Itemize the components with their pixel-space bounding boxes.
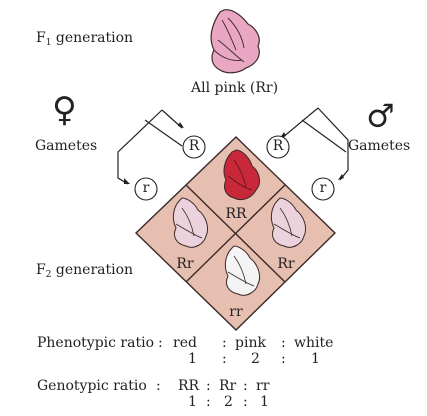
gamete-left-top: R [188,138,200,154]
arrow-head [338,174,344,180]
f2-label-rest: generation [51,262,134,278]
f2-label-sub: 2 [45,270,52,280]
gamete-left-bottom: r [142,180,150,196]
cell-bottom-genotype: rr [229,304,243,320]
phenotypic-sep: : [158,335,163,351]
genotypic-value-sep: : [243,394,248,410]
female-symbol-icon: ♀ [52,90,77,130]
male-cross-lines [281,107,349,181]
arrow-head [178,122,184,128]
phenotypic-value: 1 [311,351,320,367]
genotypic-ratio-label: Genotypic ratio [37,378,147,394]
phenotypic-value: 2 [251,351,260,367]
genotypic-sep: : [156,378,161,394]
f1-pink-flower [210,9,260,74]
genotypic-item-rr-recessive: rr [256,378,270,394]
gamete-right-bottom: r [319,180,327,196]
genotypic-value: 1 [260,394,269,410]
f1-caption: All pink (Rr) [191,80,279,96]
gamete-circle [134,177,158,201]
phenotypic-item-red: red [173,335,197,351]
f2-label-main: F [36,262,46,278]
phenotypic-ratio-label: Phenotypic ratio [37,335,155,351]
phenotypic-sep: : [222,335,227,351]
rr-red-flower [223,149,260,201]
f2-generation-label: F2 generation [36,262,133,280]
genotypic-sep: : [243,378,248,394]
cell-top-genotype: RR [225,206,247,222]
punnett-grid [134,136,337,331]
f1-label-main: F [36,30,46,46]
f1-generation-label: F1 generation [36,30,133,48]
genotypic-item-rr-hetero: Rr [219,378,237,394]
phenotypic-item-white: white [294,335,334,351]
phenotypic-value: 1 [188,351,197,367]
genotypic-value: 1 [188,394,197,410]
phenotypic-value-sep: : [281,351,286,367]
female-cross-lines [117,109,183,185]
phenotypic-item-pink: pink [235,335,266,351]
gamete-right-top: R [272,138,284,154]
gamete-circle [182,135,206,159]
arrow-head [124,178,130,184]
male-symbol-icon: ♂ [366,97,395,135]
male-gametes-label: Gametes [348,138,411,154]
genotypic-value-sep: : [206,394,211,410]
rr-white-flower [224,245,261,296]
cell-right-genotype: Rr [277,256,295,272]
phenotypic-ratio-row: Phenotypic ratio [37,335,154,351]
gamete-circle [311,177,335,201]
f1-label-rest: generation [51,30,134,46]
phenotypic-sep: : [281,335,286,351]
cell-left-genotype: Rr [176,256,194,272]
rr-left-pink-flower [172,197,209,248]
genotypic-value: 2 [224,394,233,410]
phenotypic-value-sep: : [222,351,227,367]
genotypic-item-rr-dominant: RR [178,378,200,394]
gamete-circle [266,135,290,159]
female-gametes-label: Gametes [35,138,98,154]
genotypic-sep: : [206,378,211,394]
f1-label-sub: 1 [45,38,52,48]
rr-right-pink-flower [270,197,307,248]
